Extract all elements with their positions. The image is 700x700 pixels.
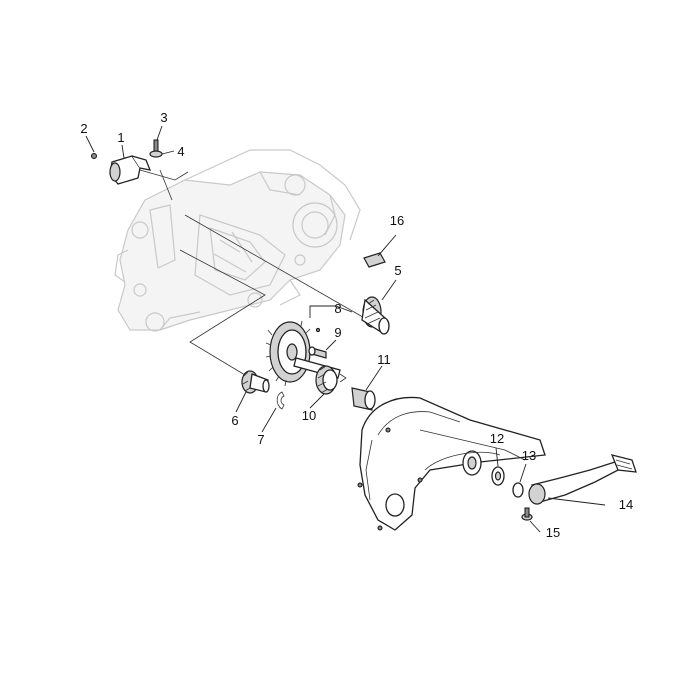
reference-lines (159, 169, 369, 379)
pin (308, 346, 327, 359)
lever-bolt (521, 507, 533, 521)
callout-8: 8 (334, 301, 341, 316)
callout-7: 7 (257, 432, 264, 447)
woodruff-key (363, 252, 386, 268)
starter-motor (91, 153, 189, 185)
callout-14: 14 (619, 497, 633, 512)
callout-15: 15 (546, 525, 560, 540)
o-ring (512, 482, 524, 498)
bushing (351, 387, 376, 411)
callout-2: 2 (80, 121, 87, 136)
callout-9: 9 (334, 325, 341, 340)
callout-11: 11 (377, 352, 391, 367)
starter-pinion (241, 370, 270, 394)
engine-crankcase-ghost (114, 149, 361, 332)
callout-4: 4 (177, 144, 184, 159)
starter-gear-shaft (361, 296, 390, 335)
callout-3: 3 (160, 110, 167, 125)
leader-lines (85, 125, 606, 533)
starter-driven-gear (265, 320, 341, 387)
callout-12: 12 (490, 431, 504, 446)
callout-1: 1 (117, 130, 124, 145)
kick-start-lever (528, 454, 637, 505)
idler-gear (315, 365, 347, 395)
callout-10: 10 (302, 408, 316, 423)
callout-labels: 2 1 3 4 16 5 8 9 11 6 7 10 12 13 14 15 (80, 110, 633, 540)
callout-5: 5 (394, 263, 401, 278)
circlip (276, 391, 285, 410)
side-cover (357, 396, 546, 531)
washer (491, 466, 505, 486)
bolt-washer (149, 139, 163, 158)
callout-16: 16 (390, 213, 404, 228)
callout-6: 6 (231, 413, 238, 428)
callout-13: 13 (522, 448, 536, 463)
